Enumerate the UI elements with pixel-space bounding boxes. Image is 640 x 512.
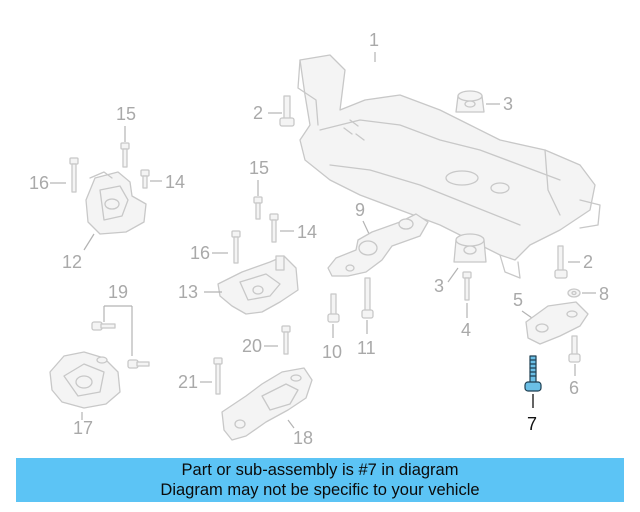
callout-19: 19 [108, 282, 128, 302]
banner-line-1: Part or sub-assembly is #7 in diagram [181, 461, 459, 479]
callout-5: 5 [513, 290, 523, 310]
callout-7: 7 [527, 414, 537, 434]
callout-15-left: 15 [116, 104, 136, 124]
info-banner: Part or sub-assembly is #7 in diagram Di… [16, 458, 624, 502]
callout-10: 10 [322, 342, 342, 362]
callout-6: 6 [569, 378, 579, 398]
callout-9: 9 [355, 200, 365, 220]
callout-14-left: 14 [165, 172, 185, 192]
mount-3-upper [455, 90, 485, 113]
bolt-4 [462, 271, 472, 301]
callout-11: 11 [357, 338, 376, 358]
bracket-18 [221, 367, 313, 441]
callout-18: 18 [293, 428, 313, 448]
bolt-11 [361, 277, 374, 319]
bolt-15-left [120, 142, 130, 168]
bolt-14-left [140, 169, 150, 189]
engine-mount-12 [85, 171, 147, 235]
callout-17: 17 [73, 418, 93, 438]
bolt-2-upper [279, 95, 295, 127]
bracket-13 [217, 255, 299, 315]
bolt-20 [281, 325, 291, 355]
callout-3-lower: 3 [434, 276, 444, 296]
callout-1: 1 [369, 30, 379, 50]
callout-16-mid: 16 [190, 243, 210, 263]
callout-3-upper: 3 [503, 94, 513, 114]
callout-13: 13 [178, 282, 198, 302]
callout-2-upper: 2 [253, 103, 263, 123]
torque-rod-9 [327, 213, 429, 277]
bolt-15-mid [253, 196, 263, 220]
callout-8: 8 [599, 284, 609, 304]
engine-mount-17 [49, 351, 121, 409]
bolt-19-a [91, 321, 116, 331]
mount-3-lower [453, 233, 487, 263]
bolt-10 [327, 293, 340, 323]
callout-4: 4 [461, 320, 471, 340]
callout-2-lower: 2 [583, 252, 593, 272]
callout-12: 12 [62, 252, 82, 272]
subframe-part [297, 54, 601, 279]
bolt-16-left [69, 157, 79, 193]
bolt-16-mid [231, 230, 241, 264]
banner-line-2: Diagram may not be specific to your vehi… [160, 481, 480, 499]
bolt-7-highlighted[interactable] [524, 355, 542, 392]
bolt-21 [213, 357, 223, 395]
washer-8 [567, 288, 581, 298]
callout-20: 20 [242, 336, 262, 356]
bracket-5 [525, 301, 589, 345]
bolt-19-b [127, 359, 150, 369]
callout-14-mid: 14 [297, 222, 317, 242]
bolt-14-mid [269, 213, 279, 243]
bolt-2-lower [554, 245, 568, 279]
callout-21: 21 [178, 372, 198, 392]
bolt-6 [568, 335, 581, 363]
callout-15-mid: 15 [249, 158, 269, 178]
callout-16-left: 16 [29, 173, 49, 193]
